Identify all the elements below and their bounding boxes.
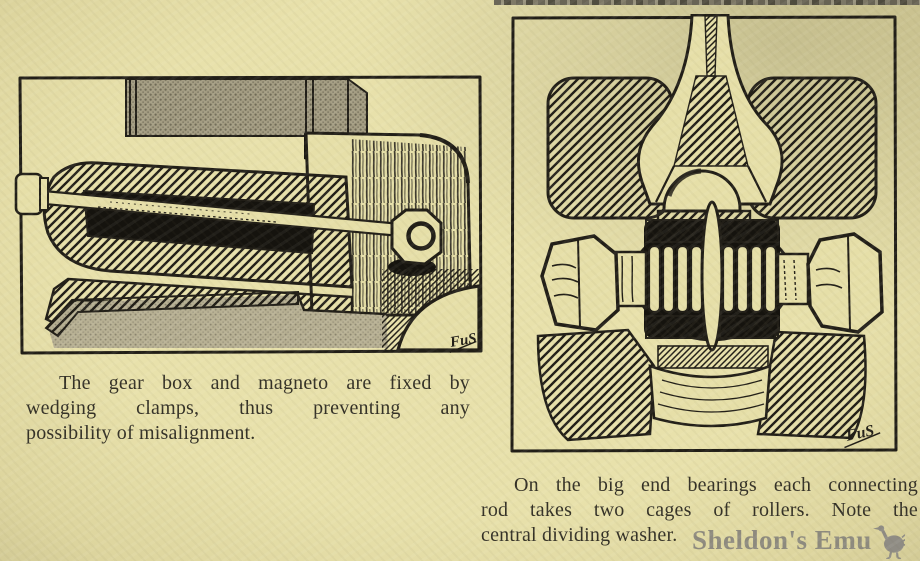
rollers bbox=[647, 244, 778, 314]
crankcase-bottom bbox=[536, 328, 867, 442]
crankpin-right-end bbox=[776, 232, 884, 334]
caption-big-end-bearing: On the big end bearings each connecting … bbox=[481, 473, 918, 548]
clamp-nut bbox=[388, 208, 443, 276]
figure-gearbox-clamp-illustration: FuS bbox=[14, 75, 483, 355]
caption-line: wedging clamps, thus preventing any bbox=[26, 397, 470, 419]
left-figure-frame bbox=[18, 75, 483, 355]
figure-big-end-bearing-illustration: FuS bbox=[510, 14, 898, 453]
crankcase-arch bbox=[382, 269, 481, 352]
caption-line: rod takes two cages of rollers. Note the bbox=[481, 499, 918, 521]
roller-cages bbox=[644, 200, 780, 352]
connecting-rod bbox=[636, 14, 784, 206]
clamp-bolt-lines bbox=[129, 78, 314, 137]
bolt-head bbox=[14, 172, 49, 216]
caption-line: central dividing washer. bbox=[481, 524, 678, 546]
central-dividing-washer bbox=[700, 200, 724, 352]
svg-text:FuS: FuS bbox=[448, 331, 478, 352]
crankpin-left-end bbox=[540, 234, 648, 332]
right-figure-frame bbox=[510, 15, 898, 453]
engine-platform bbox=[44, 290, 388, 348]
artist-signature: FuS bbox=[843, 422, 881, 449]
scan-edge-artifact bbox=[494, 0, 920, 5]
caption-line: The gear box and magneto are fixed by bbox=[59, 372, 470, 394]
svg-text:FuS: FuS bbox=[843, 422, 875, 445]
artist-signature: FuS bbox=[448, 331, 478, 353]
caption-line: On the big end bearings each connecting bbox=[514, 474, 918, 496]
caption-line: possibility of misalignment. bbox=[26, 422, 256, 444]
caption-gearbox-clamp: The gear box and magneto are fixed by we… bbox=[26, 371, 470, 446]
